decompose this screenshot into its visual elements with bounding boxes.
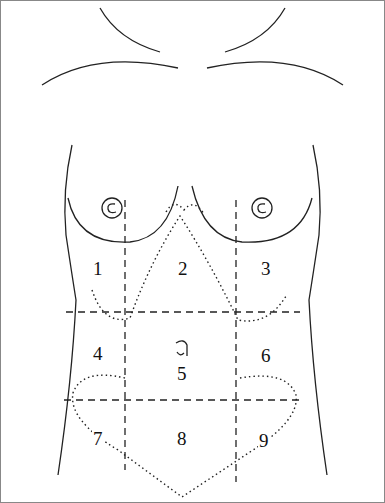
callout-number: 6 <box>260 346 272 365</box>
callout-number: 7 <box>92 429 104 448</box>
callout-number: 9 <box>258 431 270 450</box>
callout-number: 8 <box>176 429 188 448</box>
callout-number: 4 <box>92 344 104 363</box>
callout-number: 3 <box>260 259 272 278</box>
callout-number: 1 <box>92 259 104 278</box>
callout-number: 2 <box>177 259 189 278</box>
callout-number: 5 <box>176 364 188 383</box>
